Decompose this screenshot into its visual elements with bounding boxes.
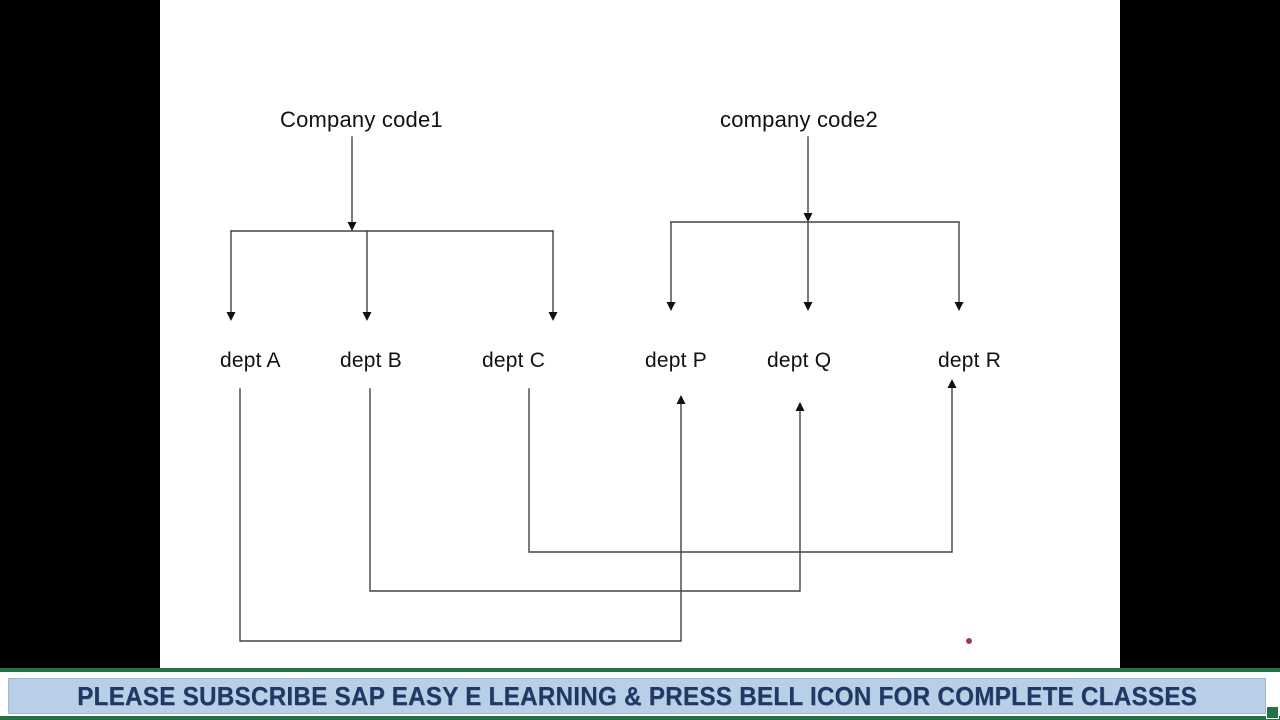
link-deptB-to-deptQ [369, 388, 801, 592]
cc1-drop-deptC-arrowhead [548, 312, 558, 321]
node-label-dept-b: dept B [340, 349, 402, 372]
cross-links [239, 379, 957, 642]
corner-badge [1266, 706, 1279, 719]
link-deptC-to-deptR [528, 387, 953, 553]
link-deptA-to-deptP-arrowhead [676, 395, 686, 404]
link-deptC-to-deptR-arrowhead [947, 379, 957, 388]
cc2-trunk-arrowhead [803, 213, 813, 222]
node-label-dept-q: dept Q [767, 349, 832, 372]
node-label-dept-r: dept R [938, 349, 1002, 372]
tree-company-code2 [666, 136, 964, 311]
subscribe-banner: PLEASE SUBSCRIBE SAP EASY E LEARNING & P… [0, 668, 1280, 720]
cc2-drop-deptP-arrowhead [666, 302, 676, 311]
cc1-trunk-arrowhead [347, 222, 357, 231]
link-deptB-to-deptQ-arrowhead [795, 402, 805, 411]
node-label-company-code2: company code2 [720, 107, 878, 132]
tree-company-code1 [226, 136, 558, 321]
slide-canvas: Company code1 company code2 dept A dept … [160, 0, 1120, 668]
cc1-drop-deptB-arrowhead [362, 312, 372, 321]
node-label-dept-c: dept C [482, 349, 546, 372]
node-label-company-code1: Company code1 [280, 107, 443, 132]
node-label-dept-p: dept P [645, 349, 707, 372]
cc2-drop-deptQ-arrowhead [803, 302, 813, 311]
link-deptA-to-deptP [239, 388, 682, 642]
cc1-drop-deptA-arrowhead [226, 312, 236, 321]
cursor-dot-artifact [966, 638, 972, 644]
subscribe-banner-inner: PLEASE SUBSCRIBE SAP EASY E LEARNING & P… [8, 678, 1266, 714]
subscribe-banner-text: PLEASE SUBSCRIBE SAP EASY E LEARNING & P… [77, 680, 1197, 711]
node-label-dept-a: dept A [220, 349, 281, 372]
cc2-drop-deptR-arrowhead [954, 302, 964, 311]
org-diagram [226, 136, 964, 642]
